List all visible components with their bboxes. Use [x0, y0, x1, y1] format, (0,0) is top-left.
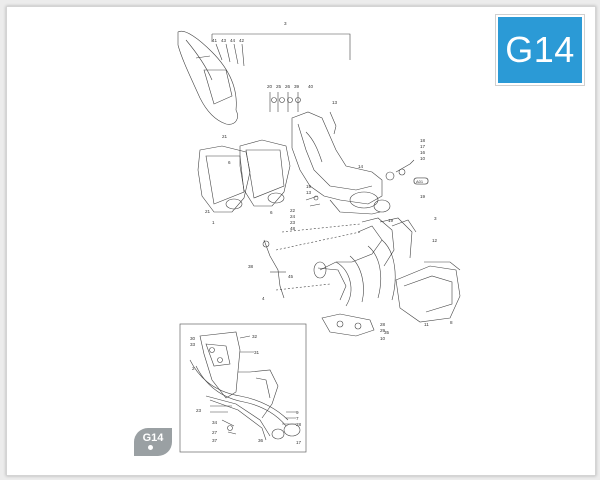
callout-1: 1 [212, 220, 215, 225]
corner-tag-label: G14 [142, 432, 164, 444]
callout-17: 17 [420, 144, 426, 149]
callout-28: 28 [380, 322, 386, 327]
callout-35: 35 [384, 330, 390, 335]
callout-10: 10 [420, 156, 426, 161]
callout-41: 41 [212, 38, 218, 43]
callout-26: 26 [285, 84, 291, 89]
callout-8: 8 [450, 320, 453, 325]
inset-callout-7: 7 [296, 416, 299, 421]
callout-44: 44 [230, 38, 236, 43]
callout-6b: 6 [270, 210, 273, 215]
inset-callout-28: 28 [296, 422, 302, 427]
reference-marker: A01 [413, 177, 429, 185]
inset-callout-31: 31 [254, 350, 260, 355]
callout-25: 25 [276, 84, 282, 89]
section-badge: G14 [498, 17, 582, 83]
callout-10b: 10 [380, 336, 386, 341]
callout-23: 23 [290, 220, 296, 225]
inset-callout-36: 36 [258, 438, 264, 443]
callout-19: 19 [420, 194, 426, 199]
callout-45: 45 [288, 274, 294, 279]
callout-3: 3 [284, 21, 287, 26]
inset-callout-27: 27 [212, 430, 218, 435]
callout-13b: 13 [306, 190, 312, 195]
inset-callout-23: 23 [196, 408, 202, 413]
callout-11: 11 [424, 322, 429, 327]
inset-callout-37: 37 [212, 438, 218, 443]
inset-callout-34: 34 [212, 420, 218, 425]
callout-40: 40 [308, 84, 314, 89]
callout-19b: 19 [306, 184, 312, 189]
callout-12: 12 [432, 238, 438, 243]
callout-24: 24 [290, 214, 296, 219]
callout-21: 21 [222, 134, 228, 139]
callout-42: 42 [239, 38, 245, 43]
callout-43: 43 [221, 38, 227, 43]
callout-29: 29 [380, 328, 386, 333]
callout-20: 20 [267, 84, 273, 89]
corner-tag: G14 [134, 428, 172, 456]
callout-22: 22 [290, 208, 296, 213]
page-frame [6, 6, 596, 476]
callout-14: 14 [358, 164, 364, 169]
inset-callout-2: 2 [192, 366, 195, 371]
callout-6: 6 [228, 160, 231, 165]
callout-13: 13 [332, 100, 338, 105]
callout-19c: 19 [388, 218, 394, 223]
callout-38: 38 [248, 264, 254, 269]
callout-3b: 3 [434, 216, 437, 221]
inset-callout-17: 17 [296, 440, 302, 445]
corner-tag-dot [148, 445, 153, 450]
callout-39: 39 [294, 84, 300, 89]
inset-callout-30: 30 [190, 336, 196, 341]
callout-4: 4 [262, 296, 265, 301]
inset-callout-9: 9 [296, 410, 299, 415]
inset-callout-32: 32 [252, 334, 258, 339]
reference-marker-label: A01 [416, 179, 424, 184]
callout-21b: 21 [205, 209, 211, 214]
callout-48: 48 [290, 226, 296, 231]
section-badge-label: G14 [505, 29, 575, 70]
inset-callout-33: 33 [190, 342, 196, 347]
callout-16: 16 [420, 150, 426, 155]
callout-18: 18 [420, 138, 426, 143]
